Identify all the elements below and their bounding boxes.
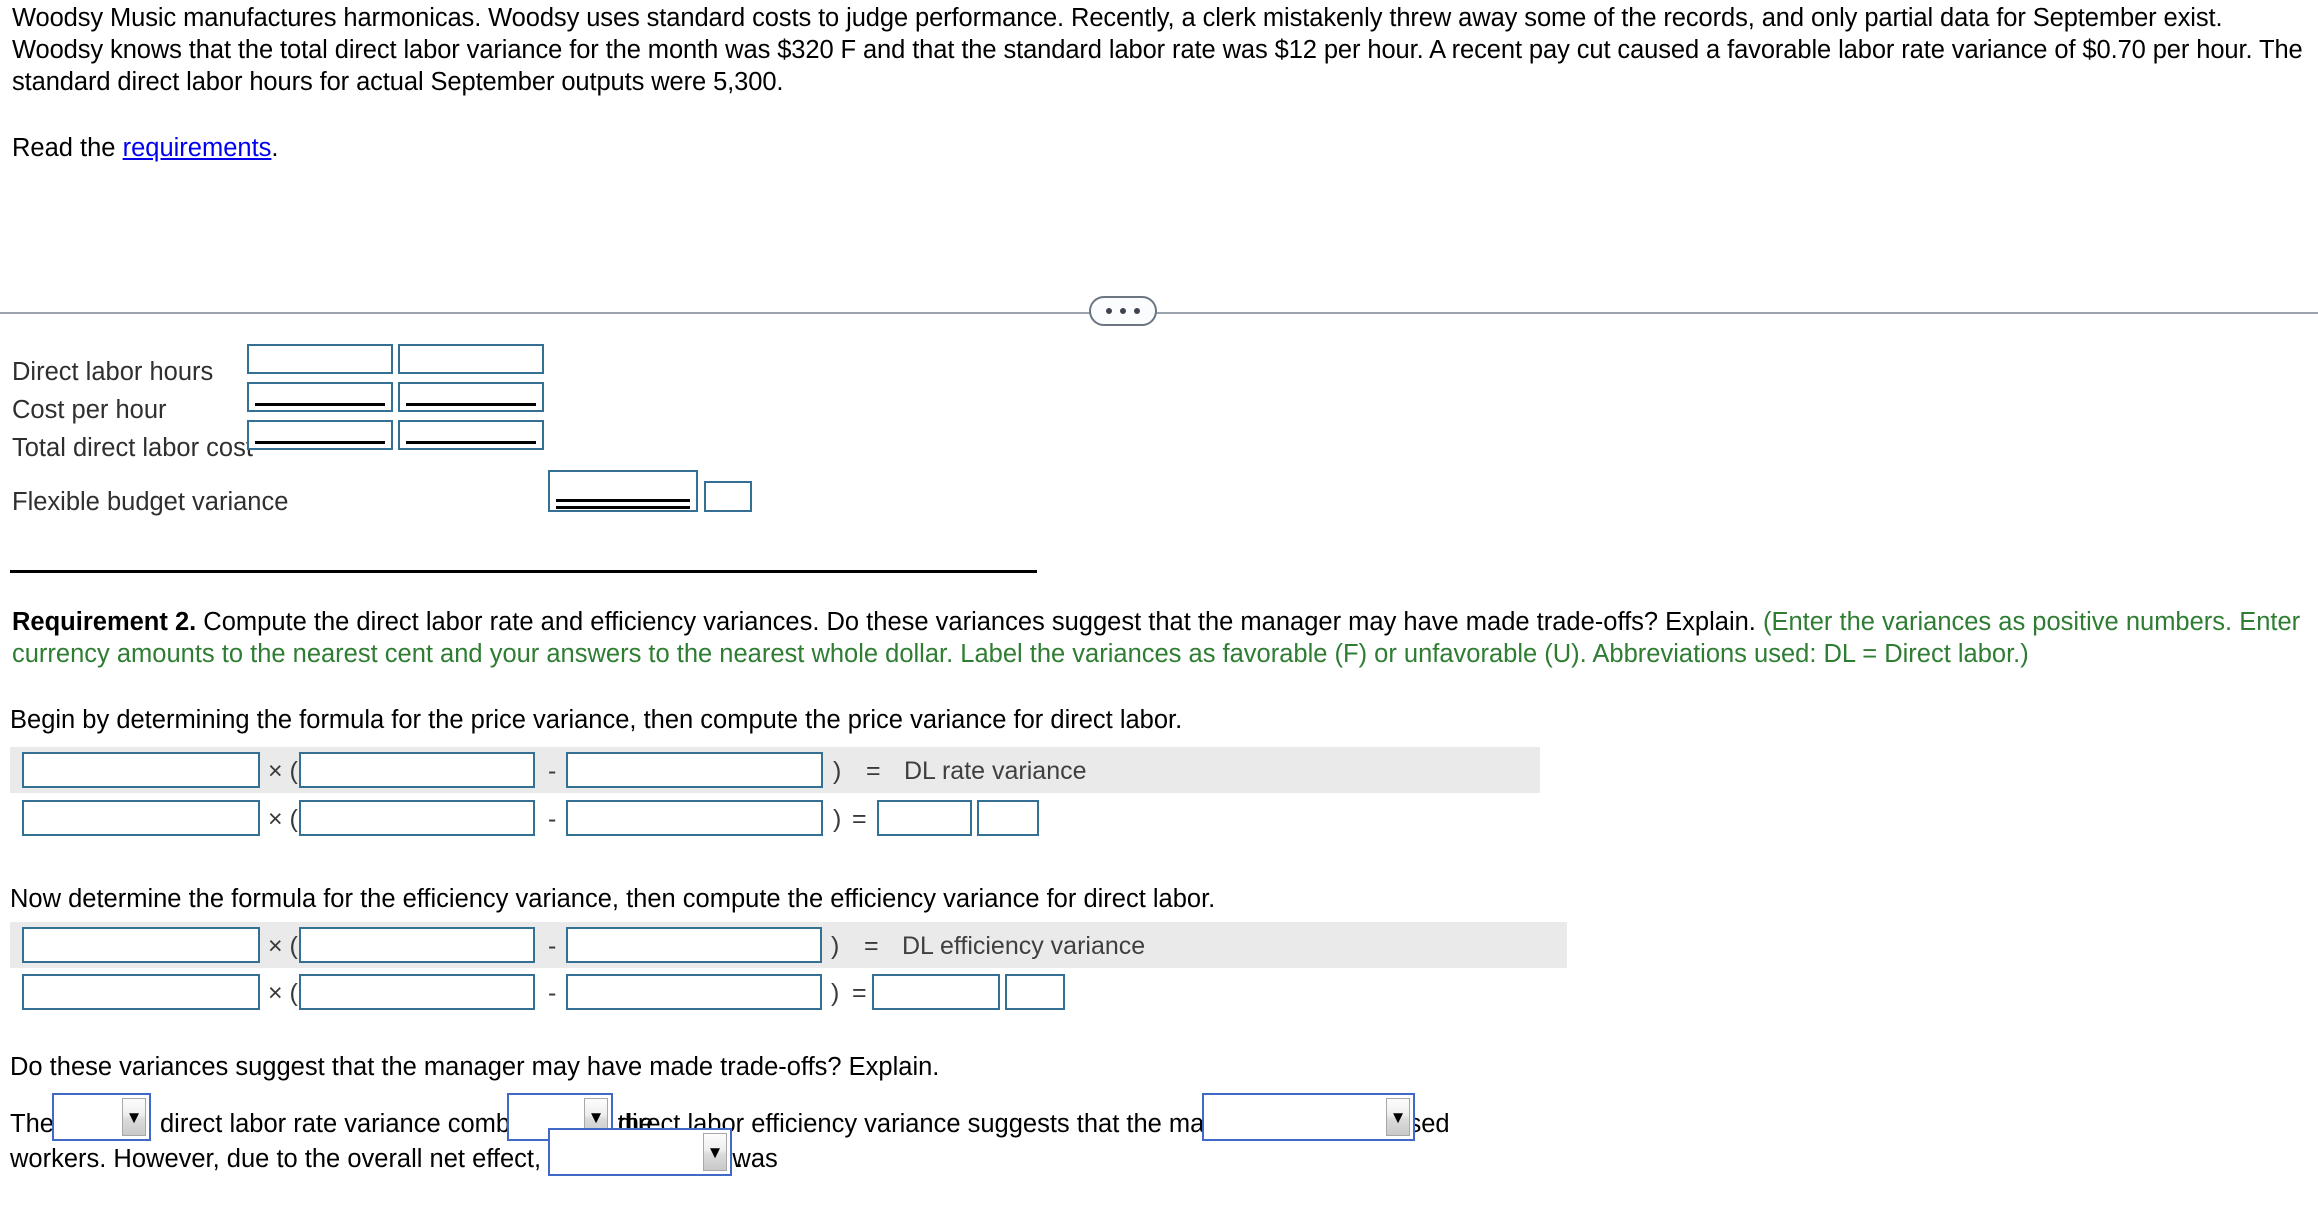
requirement2-text: Compute the direct labor rate and effici… — [196, 608, 1763, 636]
conclusion-text-period: . — [736, 1145, 744, 1173]
input-price-formula-term1[interactable] — [22, 752, 260, 788]
row-label-flexible-budget-variance: Flexible budget variance — [12, 488, 289, 516]
row-label-total-direct-labor-cost: Total direct labor cost — [12, 434, 253, 462]
requirement2-hint: (Enter the variances as positive numbers… — [12, 608, 2301, 668]
input-efficiency-formula-term3[interactable] — [566, 927, 822, 963]
efficiency-variance-lead-text: Now determine the formula for the effici… — [10, 885, 1216, 913]
input-cost-per-hour-standard[interactable] — [398, 382, 544, 412]
input-total-direct-labor-cost-standard[interactable] — [398, 420, 544, 450]
dropdown-net-effect[interactable]: ▼ — [548, 1128, 732, 1176]
efficiency-value-equals: = — [852, 979, 867, 1007]
chevron-down-icon[interactable]: ▼ — [703, 1133, 727, 1171]
price-value-close-paren: ) — [833, 805, 842, 833]
efficiency-formula-equals: = — [864, 932, 879, 960]
input-price-formula-term3[interactable] — [566, 752, 823, 788]
efficiency-formula-minus: - — [548, 932, 557, 960]
problem-intro-text: Woodsy Music manufactures harmonicas. Wo… — [12, 4, 2303, 96]
price-formula-equals: = — [866, 757, 881, 785]
input-total-direct-labor-cost-actual[interactable] — [247, 420, 393, 450]
input-dl-efficiency-variance-amount[interactable] — [872, 974, 1000, 1010]
input-flexible-budget-variance-amount[interactable] — [548, 470, 698, 512]
input-efficiency-value-term1[interactable] — [22, 974, 260, 1010]
read-prefix-text: Read the — [12, 134, 123, 162]
input-dl-efficiency-variance-label[interactable] — [1005, 974, 1065, 1010]
input-dl-rate-variance-label[interactable] — [977, 800, 1039, 836]
requirements-link[interactable]: requirements — [122, 134, 272, 162]
input-efficiency-formula-term1[interactable] — [22, 927, 260, 963]
price-value-times-paren: × ( — [268, 805, 298, 833]
efficiency-formula-close-paren: ) — [831, 932, 840, 960]
input-direct-labor-hours-standard[interactable] — [398, 344, 544, 374]
price-formula-minus: - — [548, 757, 557, 785]
price-variance-lead-text: Begin by determining the formula for the… — [10, 706, 1183, 734]
price-formula-close-paren: ) — [833, 757, 842, 785]
price-formula-times-paren: × ( — [268, 757, 298, 785]
section-divider — [0, 296, 2318, 330]
requirement2-label: Requirement 2. — [12, 608, 197, 636]
input-efficiency-value-term2[interactable] — [299, 974, 535, 1010]
input-cost-per-hour-actual[interactable] — [247, 382, 393, 412]
input-efficiency-value-term3[interactable] — [566, 974, 822, 1010]
chevron-down-icon[interactable]: ▼ — [1386, 1098, 1410, 1136]
price-value-equals: = — [852, 805, 867, 833]
chevron-down-icon[interactable]: ▼ — [122, 1098, 146, 1136]
input-flexible-budget-variance-label[interactable] — [704, 481, 752, 512]
input-direct-labor-hours-actual[interactable] — [247, 344, 393, 374]
conclusion-question-text: Do these variances suggest that the mana… — [10, 1053, 940, 1081]
dropdown-worker-type[interactable]: ▼ — [1202, 1093, 1415, 1141]
input-price-value-term3[interactable] — [566, 800, 823, 836]
efficiency-value-close-paren: ) — [831, 979, 840, 1007]
requirement2-heading: Requirement 2. Compute the direct labor … — [12, 606, 2312, 670]
price-formula-result-label: DL rate variance — [904, 757, 1087, 785]
read-requirements-line: Read the requirements. — [12, 132, 279, 164]
efficiency-value-times-paren: × ( — [268, 979, 298, 1007]
efficiency-formula-result-label: DL efficiency variance — [902, 932, 1146, 960]
conclusion-text-the: The — [10, 1110, 54, 1138]
price-value-minus: - — [548, 805, 557, 833]
input-dl-rate-variance-amount[interactable] — [877, 800, 972, 836]
row-label-direct-labor-hours: Direct labor hours — [12, 358, 214, 386]
table-bottom-rule — [10, 570, 1037, 573]
input-price-value-term2[interactable] — [299, 800, 535, 836]
input-efficiency-formula-term2[interactable] — [299, 927, 535, 963]
problem-intro-paragraph: Woodsy Music manufactures harmonicas. Wo… — [12, 2, 2312, 98]
input-price-value-term1[interactable] — [22, 800, 260, 836]
dropdown-rate-variance-direction[interactable]: ▼ — [52, 1093, 151, 1141]
efficiency-value-minus: - — [548, 979, 557, 1007]
input-price-formula-term2[interactable] — [299, 752, 535, 788]
row-label-cost-per-hour: Cost per hour — [12, 396, 167, 424]
divider-rule — [0, 312, 2318, 314]
dot-icon — [1106, 308, 1112, 314]
dot-icon — [1120, 308, 1126, 314]
efficiency-formula-times-paren: × ( — [268, 932, 298, 960]
collapse-toggle-button[interactable] — [1089, 296, 1157, 326]
read-suffix-text: . — [271, 134, 279, 162]
dot-icon — [1134, 308, 1140, 314]
